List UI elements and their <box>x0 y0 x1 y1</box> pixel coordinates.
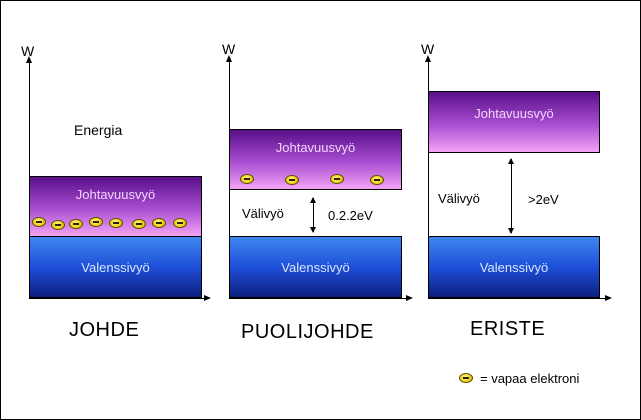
axis-y-label: W <box>222 41 236 57</box>
free-electron <box>330 174 344 184</box>
x-axis <box>229 298 407 299</box>
axis-y-label: W <box>21 43 35 59</box>
legend-text: = vapaa elektroni <box>480 371 580 386</box>
conduction-band-label: Johtavuusvyö <box>474 106 554 121</box>
panel-title: JOHDE <box>69 319 140 341</box>
x-axis-arrow <box>605 295 612 301</box>
free-electron <box>240 174 254 184</box>
legend-electron-icon <box>459 373 473 383</box>
gap-value: 0.2.2eV <box>328 208 373 223</box>
y-axis <box>428 58 429 298</box>
conduction-band: Johtavuusvyö <box>428 91 600 153</box>
valence-band-label: Valenssivyö <box>81 259 150 275</box>
x-axis-arrow <box>204 295 211 301</box>
axis-y-label: W <box>421 41 435 57</box>
free-electron <box>69 219 83 229</box>
gap-double-arrow <box>508 158 514 234</box>
free-electron <box>370 175 384 185</box>
gap-label: Välivyö <box>438 191 480 206</box>
valence-band: Valenssivyö <box>229 236 402 298</box>
free-electron <box>89 217 103 227</box>
free-electron <box>152 218 166 228</box>
x-axis <box>428 298 606 299</box>
free-electron <box>132 219 146 229</box>
gap-label: Välivyö <box>242 206 284 221</box>
valence-band: Valenssivyö <box>428 236 600 298</box>
x-axis-arrow <box>406 295 413 301</box>
panel-title: ERISTE <box>470 318 546 340</box>
free-electron <box>109 218 123 228</box>
x-axis <box>29 298 205 299</box>
valence-band: Valenssivyö <box>29 236 202 298</box>
energy-label: Energia <box>74 122 123 138</box>
valence-band-label: Valenssivyö <box>281 259 350 275</box>
panel-title: PUOLIJOHDE <box>241 321 374 343</box>
free-electron <box>173 218 187 228</box>
free-electron <box>32 217 46 227</box>
conduction-band-label: Johtavuusvyö <box>75 187 156 202</box>
conduction-band-label: Johtavuusvyö <box>275 140 356 155</box>
gap-double-arrow <box>310 197 316 233</box>
gap-value: >2eV <box>528 192 559 207</box>
free-electron <box>285 175 299 185</box>
free-electron <box>51 220 65 230</box>
valence-band-label: Valenssivyö <box>479 259 549 275</box>
